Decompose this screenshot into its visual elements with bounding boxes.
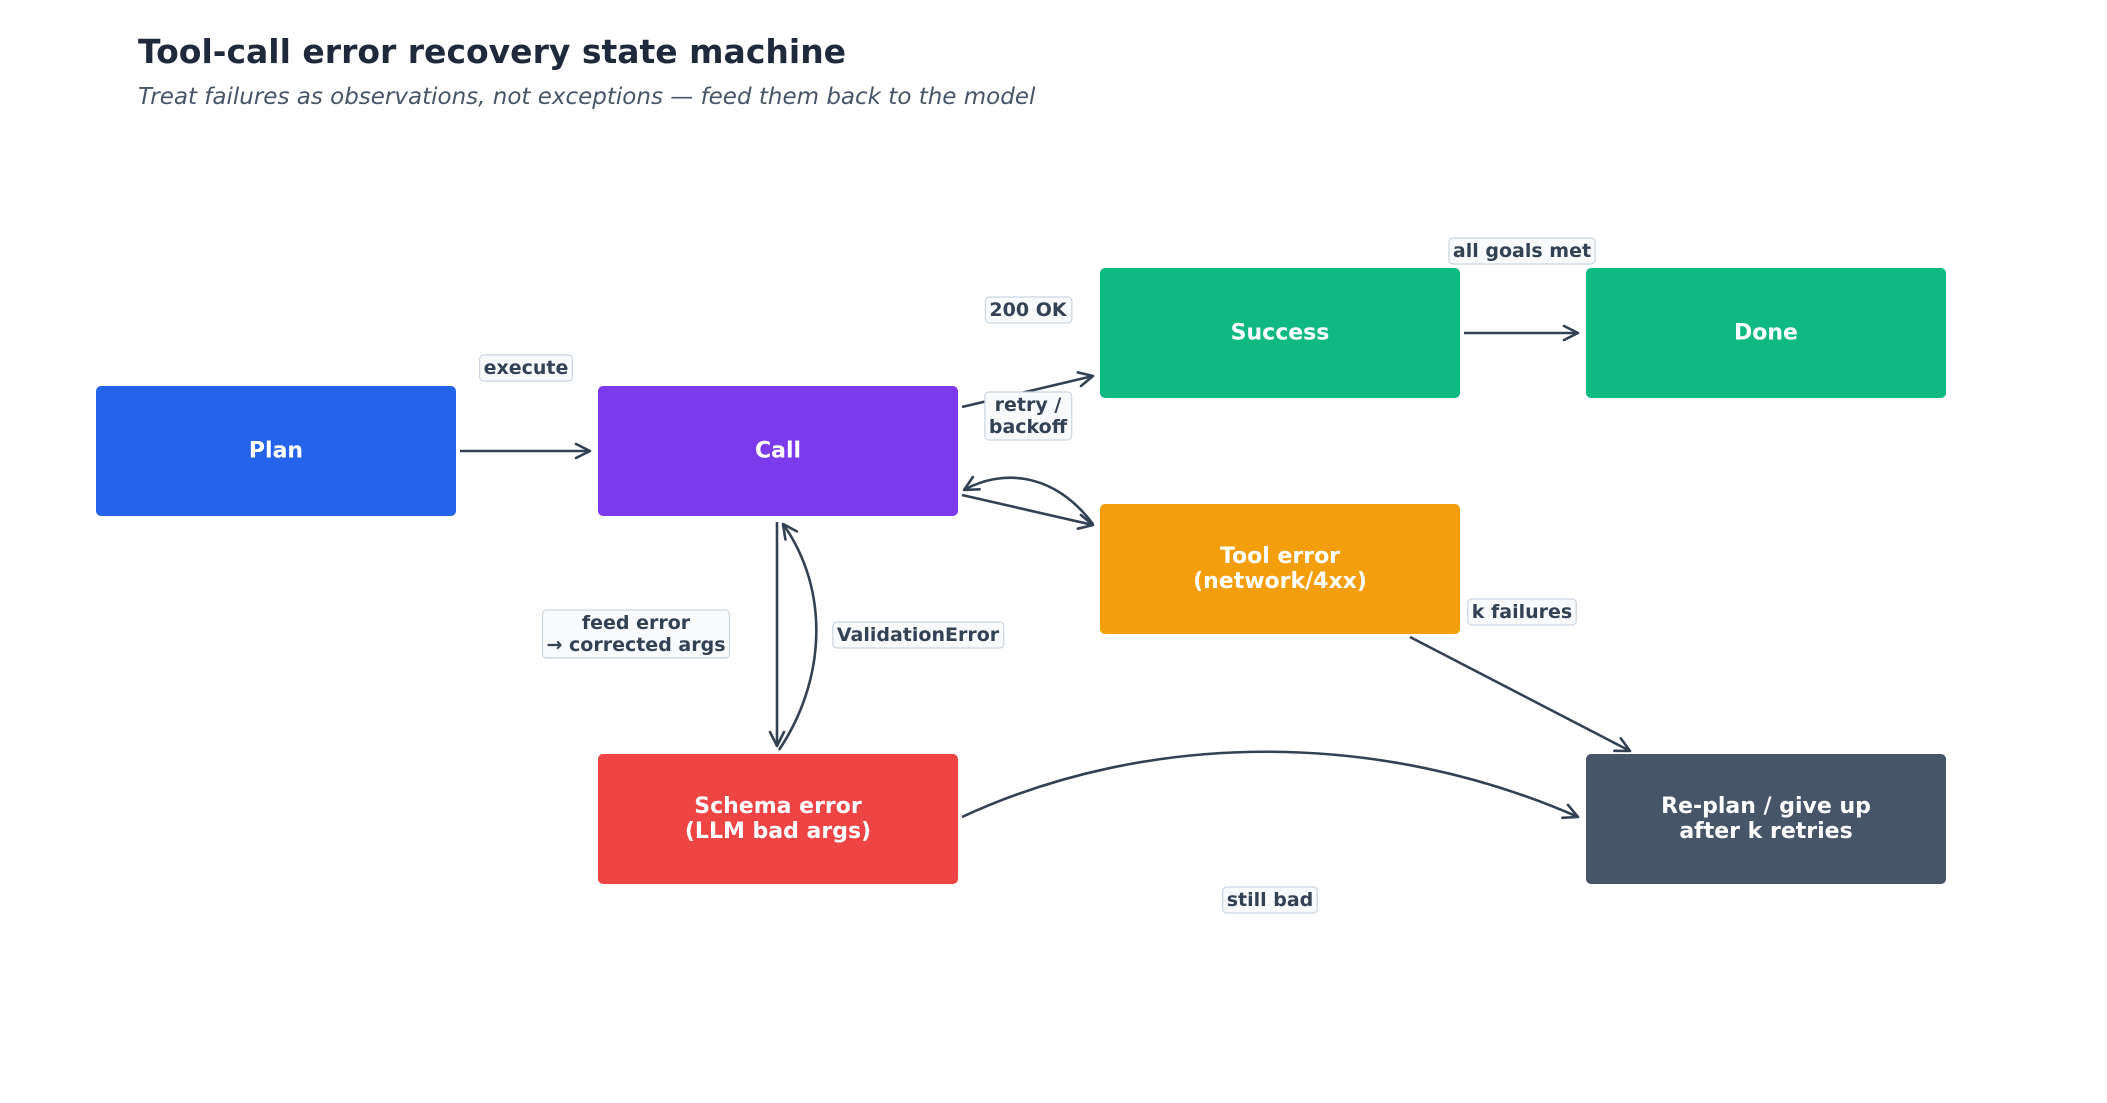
node-schema-error-box bbox=[598, 754, 958, 884]
schema-error-to-call-label-text: ValidationError bbox=[837, 624, 1000, 646]
call-to-tool-error-arrow bbox=[961, 493, 1095, 530]
schema-error-to-call-label: ValidationError bbox=[832, 621, 1005, 649]
call-to-success-label-text: 200 OK bbox=[989, 299, 1067, 321]
node-plan-label: Plan bbox=[249, 439, 303, 464]
tool-error-to-replan-arrow bbox=[1409, 635, 1632, 753]
diagram-title: Tool-call error recovery state machine bbox=[138, 32, 847, 71]
tool-error-to-replan-label: k failures bbox=[1467, 598, 1577, 626]
node-call: Call bbox=[598, 386, 958, 516]
node-done-label: Done bbox=[1734, 321, 1798, 346]
node-tool-error-label: Tool error bbox=[1220, 544, 1340, 569]
tool-error-to-replan-label-text: k failures bbox=[1472, 601, 1572, 623]
node-replan-label: after k retries bbox=[1679, 819, 1852, 844]
node-call-label: Call bbox=[755, 439, 801, 464]
schema-error-to-replan-label: still bad bbox=[1222, 886, 1318, 914]
schema-error-to-replan-arrow bbox=[961, 750, 1580, 820]
node-success: Success bbox=[1100, 268, 1460, 398]
node-schema-error-label: (LLM bad args) bbox=[685, 819, 871, 844]
node-replan-box bbox=[1586, 754, 1946, 884]
node-replan-label: Re-plan / give up bbox=[1661, 794, 1871, 819]
node-schema-error: Schema error(LLM bad args) bbox=[598, 754, 958, 884]
node-tool-error-label: (network/4xx) bbox=[1193, 569, 1367, 594]
node-call-box bbox=[598, 386, 958, 516]
schema-error-to-replan-label-text: still bad bbox=[1227, 889, 1314, 911]
node-schema-error-label: Schema error bbox=[694, 794, 862, 819]
plan-to-call-label: execute bbox=[479, 354, 573, 382]
call-to-schema-error-label-text: feed error bbox=[582, 612, 691, 634]
call-to-success-label: 200 OK bbox=[984, 296, 1073, 324]
plan-to-call-label-text: execute bbox=[484, 357, 569, 379]
success-to-done-label: all goals met bbox=[1448, 237, 1596, 265]
node-done-box bbox=[1586, 268, 1946, 398]
call-to-tool-error-label: retry /backoff bbox=[984, 391, 1073, 441]
call-to-tool-error-label-text: retry / bbox=[995, 394, 1062, 416]
tool-error-to-call-arrow bbox=[962, 475, 1095, 525]
schema-error-to-call-arrow bbox=[777, 522, 818, 751]
node-plan: Plan bbox=[96, 386, 456, 516]
call-to-schema-error-label-text: → corrected args bbox=[546, 634, 725, 656]
node-success-label: Success bbox=[1231, 321, 1330, 346]
success-to-done-label-text: all goals met bbox=[1453, 240, 1591, 262]
node-tool-error: Tool error(network/4xx) bbox=[1100, 504, 1460, 634]
node-done: Done bbox=[1586, 268, 1946, 398]
call-to-tool-error-label-text: backoff bbox=[989, 416, 1068, 438]
call-to-schema-error-label: feed error→ corrected args bbox=[541, 609, 731, 659]
node-tool-error-box bbox=[1100, 504, 1460, 634]
node-success-box bbox=[1100, 268, 1460, 398]
node-plan-box bbox=[96, 386, 456, 516]
diagram-subtitle: Treat failures as observations, not exce… bbox=[138, 84, 1036, 110]
